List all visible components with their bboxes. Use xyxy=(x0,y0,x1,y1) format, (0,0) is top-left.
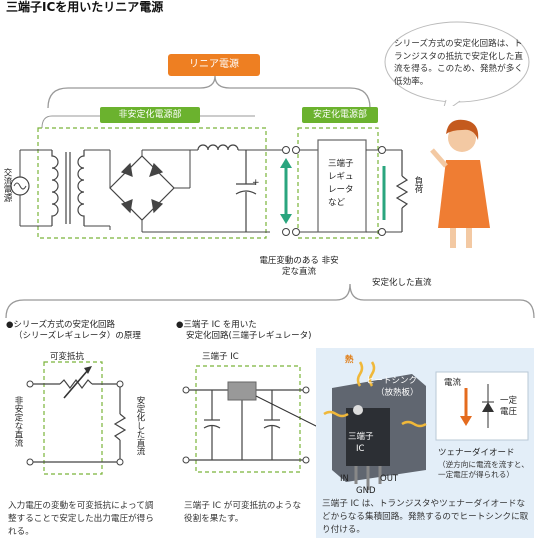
pin-gnd: GND xyxy=(356,486,376,496)
zener-desc: （逆方向に電流を流すと、一定電圧が得られる） xyxy=(438,460,529,479)
ic-label: 三端子 IC xyxy=(202,352,239,362)
stable-dc-label: 安定化した直流 xyxy=(372,278,432,288)
left-heading: ●シリーズ方式の安定化回路 xyxy=(6,320,115,330)
bridge-rectifier-icon xyxy=(109,155,175,221)
variable-resistor-label: 可変抵抗 xyxy=(50,352,85,362)
zener-title: ツェナーダイオード xyxy=(438,448,515,458)
linear-bracket xyxy=(47,75,371,109)
regulator-box xyxy=(317,139,367,233)
zener-icon xyxy=(482,402,494,412)
mid-heading: ●三端子 IC を用いた xyxy=(176,320,257,330)
right-caption: 三端子 IC は、トランジスタやツェナーダイオードなどからなる集積回路。発熱する… xyxy=(322,499,529,535)
capacitor-icon xyxy=(235,150,257,232)
transformer-icon xyxy=(51,150,85,226)
current-label: 電流 xyxy=(444,378,462,388)
heat-icon xyxy=(356,361,364,387)
unstable-box xyxy=(37,127,267,239)
unstable-label: 非安定化電源部 xyxy=(100,107,200,123)
heat-label: 熱 xyxy=(345,355,354,365)
varying-dc-label: 電圧変動のある 非安定な直流 xyxy=(259,256,339,277)
bottom-bracket xyxy=(5,283,535,319)
unstable-dc-label: 非安定な直流 xyxy=(13,396,23,447)
inductor-icon xyxy=(197,144,239,151)
terminal xyxy=(292,146,300,154)
speech-bubble xyxy=(384,21,530,106)
ac-source-label: 交流電源 xyxy=(2,168,12,202)
mid-dashed-box xyxy=(195,365,301,473)
left-dashed-box xyxy=(43,361,103,475)
regulator-label: 三端子 レギュ レータ など xyxy=(328,159,354,208)
bubble-text: シリーズ方式の安定化回路は、トランジスタの抵抗で安定化した直流を得る。このため、… xyxy=(394,39,523,87)
ic-illustration xyxy=(323,361,529,490)
stable-dc-label-left: 安定化した直流 xyxy=(135,396,145,456)
pin-in: IN xyxy=(340,474,349,484)
terminal xyxy=(378,228,386,236)
load-label: 負荷 xyxy=(413,176,423,193)
unstable-bracket xyxy=(41,115,255,129)
heatsink-label: ヒートシンク xyxy=(366,376,418,386)
ic-block xyxy=(227,381,257,401)
varying-dc-arrow xyxy=(280,158,292,224)
linear-label: リニア電源 xyxy=(168,54,260,76)
chip-body xyxy=(346,408,390,466)
presenter-figure xyxy=(430,119,490,248)
variable-resistor-icon xyxy=(59,379,93,389)
chip-label: 三端子 xyxy=(348,432,374,442)
mid-caption: 三端子 IC が可変抵抗のような役割を果たす。 xyxy=(184,501,302,524)
load-resistor-icon xyxy=(395,150,409,232)
cap-plus: + xyxy=(252,178,260,188)
left-caption: 入力電圧の変動を可変抵抗によって調整することで安定した出力電圧が得られる。 xyxy=(8,501,154,537)
heatsink-sub-label: （放熱板） xyxy=(376,388,419,398)
page-title: 三端子ICを用いたリニア電源 xyxy=(6,0,164,14)
pin-out: OUT xyxy=(380,474,399,484)
mid-heading-sub: 安定化回路(三端子レギュレータ) xyxy=(186,331,312,341)
left-heading-sub: （シリーズレギュレータ）の原理 xyxy=(14,331,141,341)
stable-box xyxy=(297,127,379,239)
terminal xyxy=(282,228,290,236)
chip-label-ic: IC xyxy=(356,444,365,454)
terminal xyxy=(282,146,290,154)
terminal xyxy=(292,228,300,236)
terminal xyxy=(378,146,386,154)
const-voltage-label: 一定 電圧 xyxy=(500,396,518,417)
stable-label: 安定化電源部 xyxy=(302,107,378,123)
